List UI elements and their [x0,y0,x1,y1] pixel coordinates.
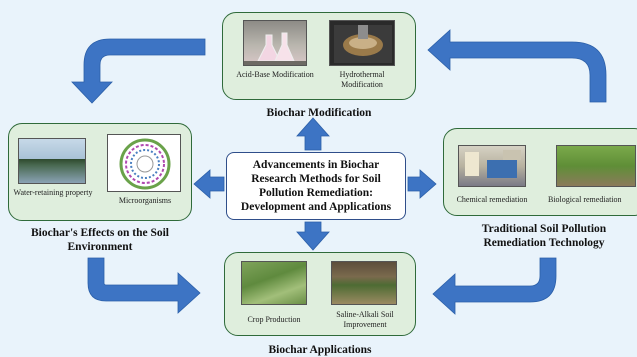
modification-box: Acid-Base Modification Hydrothermal Modi… [222,12,416,100]
effects-box: Water-retaining property Microorganisms [8,123,192,221]
effects-title: Biochar's Effects on the Soil Environmen… [31,227,169,253]
arrow-center-right [407,169,437,199]
circular-genome-plot-icon [107,134,181,192]
hydrothermal-label: Hydrothermal Modification [339,70,385,89]
center-topic-box: Advancements in Biochar Research Methods… [226,152,406,220]
traditional-box: Chemical remediation Biological remediat… [443,128,637,216]
saline-field-photo-icon [331,261,397,305]
lab-photo-icon [458,145,526,187]
applications-title: Biochar Applications [268,344,372,356]
arrow-center-up [296,117,330,151]
arrow-modification-to-effects [71,38,206,104]
crop-production-label: Crop Production [247,315,301,324]
saline-alkali-label: Saline-Alkali Soil Improvement [336,310,394,329]
arrow-traditional-to-applications [432,257,557,315]
reactor-photo-icon [329,20,395,66]
center-topic-text: Advancements in Biochar Research Methods… [240,159,392,213]
arrow-effects-to-applications [87,257,201,314]
arrow-center-down [296,221,330,251]
pond-photo-icon [18,138,86,184]
flasks-photo-icon [243,20,307,66]
applications-box: Crop Production Saline-Alkali Soil Impro… [224,252,416,336]
plants-photo-icon [556,145,636,187]
water-retaining-label: Water-retaining property [13,188,93,197]
crop-field-photo-icon [241,261,307,305]
chemical-remediation-label: Chemical remediation [456,195,528,204]
traditional-title: Traditional Soil Pollution Remediation T… [481,223,607,249]
arrow-center-left [193,169,225,199]
modification-title: Biochar Modification [266,107,372,119]
microorganisms-label: Microorganisms [118,196,172,205]
arrow-traditional-to-modification [427,29,607,103]
biological-remediation-label: Biological remediation [548,195,622,204]
acid-base-label: Acid-Base Modification [236,70,314,79]
